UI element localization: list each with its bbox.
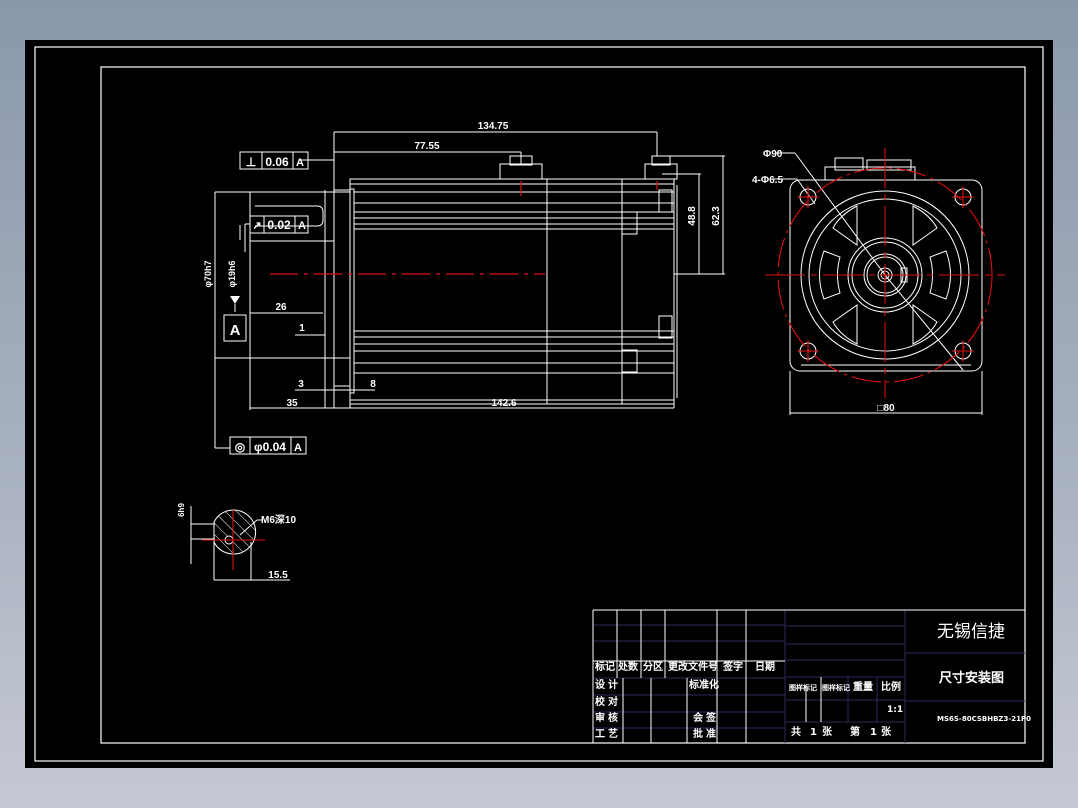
dim-height-2: 62.3 <box>711 206 722 226</box>
dim-connector-offset: 77.55 <box>414 141 439 152</box>
company-name: 无锡信捷 <box>937 622 1005 642</box>
dim-pilot-dia: φ70h7 <box>203 261 213 288</box>
drawing-title: 尺寸安装图 <box>939 671 1005 686</box>
approval-label: 批准 <box>693 729 719 740</box>
dim-flange-thickness: 3 <box>298 379 304 390</box>
front-view <box>770 152 983 415</box>
dim-height-1: 48.8 <box>687 206 698 226</box>
holes-label: 4-Φ6.5 <box>752 175 783 186</box>
shaft-section <box>190 506 290 581</box>
title-block-grid <box>592 609 1025 743</box>
dim-shaft-dia: φ19h6 <box>227 261 237 288</box>
side-view <box>214 131 725 449</box>
stage-mark-1: 图样标记 <box>789 684 817 692</box>
concentricity-icon: ◎ <box>235 440 246 454</box>
sign-row-review: 审核 <box>595 713 621 724</box>
cad-drawing[interactable]: A ⊥ 0.06 A ↗ 0.02 A ◎ φ0.04 A 134.75 77.… <box>25 40 1053 768</box>
runout-value: 0.02 <box>267 218 291 232</box>
runout-icon: ↗ <box>252 220 261 232</box>
flange-width-label: □80 <box>877 403 895 414</box>
concentricity-value: φ0.04 <box>254 440 286 454</box>
rev-header-doc: 更改文件号 <box>668 662 718 673</box>
rev-header-count: 处数 <box>618 662 638 673</box>
front-view-centerlines <box>765 148 1005 398</box>
key-width-label: 6h9 <box>177 503 186 517</box>
dim-shaft-length: 35 <box>286 398 298 409</box>
dim-pilot-step: 8 <box>370 379 376 390</box>
perpendicularity-value: 0.06 <box>265 155 289 169</box>
stage-mark-2: 图样标记 <box>822 684 850 692</box>
runout-frame <box>249 215 309 234</box>
rev-header-zone: 分区 <box>643 662 663 673</box>
bolt-circle-label: Φ90 <box>763 149 783 160</box>
datum-box <box>223 314 247 342</box>
datum-triangle <box>230 296 240 304</box>
rev-header-date: 日期 <box>755 662 775 673</box>
standardization-label: 标准化 <box>689 680 719 691</box>
dim-overall-length: 134.75 <box>478 121 509 132</box>
drawing-frame <box>34 46 1044 762</box>
sign-row-design: 设计 <box>595 680 621 691</box>
sheet-no-unit: 张 <box>881 727 891 738</box>
scale-value: 1:1 <box>887 705 904 715</box>
side-view-centerlines <box>270 181 658 275</box>
thread-label: M6深10 <box>261 513 296 526</box>
perpendicularity-frame <box>239 151 309 170</box>
sign-row-process: 工艺 <box>595 729 621 740</box>
dim-body-length: 142.6 <box>491 398 516 409</box>
weight-header: 重量 <box>853 682 873 693</box>
rev-header-mark: 标记 <box>595 662 615 673</box>
scale-header: 比例 <box>881 682 901 693</box>
concentricity-frame <box>229 436 307 455</box>
sheets-total-value: 1 <box>810 727 817 738</box>
cad-model-space[interactable]: A ⊥ 0.06 A ↗ 0.02 A ◎ φ0.04 A 134.75 77.… <box>25 40 1053 768</box>
dim-shaft-gap: 1 <box>299 323 305 334</box>
sheets-total-unit: 张 <box>822 727 832 738</box>
concentricity-datum: A <box>294 442 302 454</box>
section-height-label: 15.5 <box>268 570 288 581</box>
countersign-label: 会签 <box>693 713 719 724</box>
perpendicularity-datum: A <box>296 157 304 169</box>
rev-header-sign: 签字 <box>723 662 743 673</box>
sheet-no-value: 1 <box>870 727 877 738</box>
part-number: MS6S-80CSBHBZ3-21P0 <box>937 715 1031 723</box>
runout-datum: A <box>298 220 306 232</box>
sign-row-check: 校对 <box>595 697 621 708</box>
sheets-total-label: 共 <box>791 727 801 738</box>
perpendicularity-icon: ⊥ <box>246 155 256 169</box>
datum-label: A <box>230 322 241 339</box>
dim-key-length: 26 <box>275 302 287 313</box>
sheet-no-label: 第 <box>850 727 860 738</box>
